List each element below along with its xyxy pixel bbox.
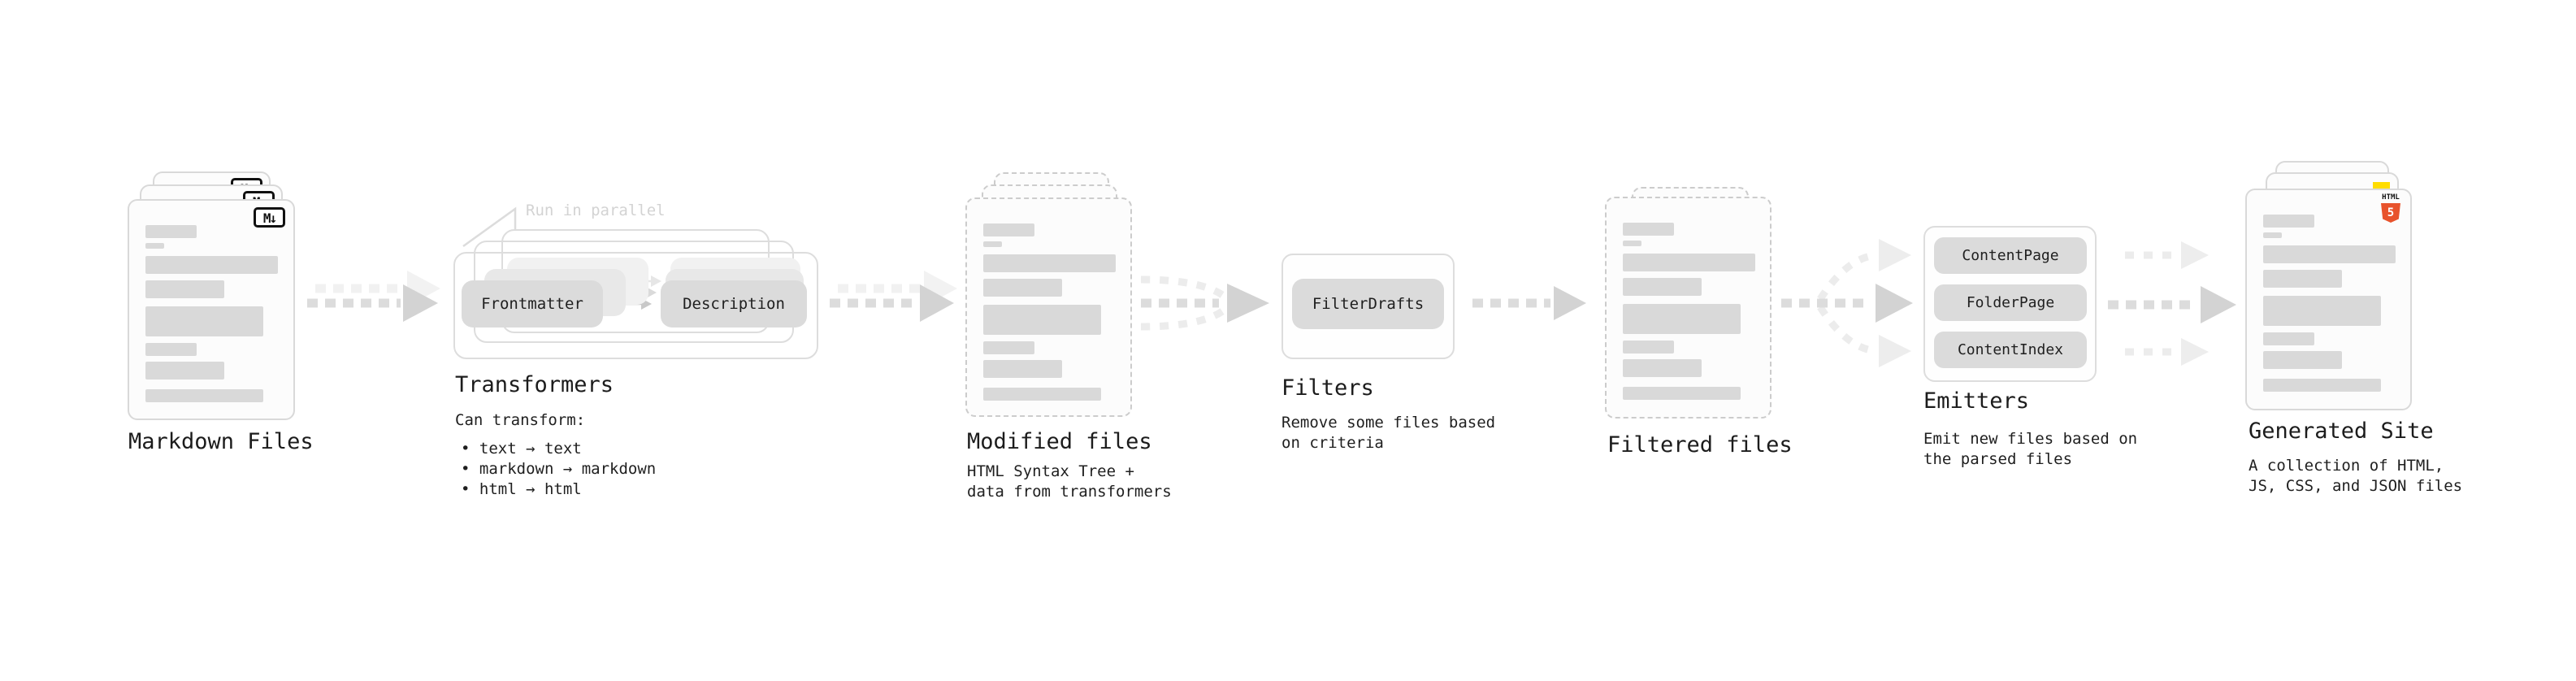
generated-site-title: Generated Site <box>2249 419 2434 444</box>
generated-site-desc: A collection of HTML, JS, CSS, and JSON … <box>2249 456 2462 497</box>
text-placeholder-bar <box>1623 304 1741 334</box>
modified-files-title: Modified files <box>967 429 1152 454</box>
html5-icon-label: HTML <box>2382 193 2400 202</box>
text-placeholder-bar <box>145 225 197 238</box>
text-placeholder-bar <box>1623 359 1702 377</box>
text-placeholder-bar <box>983 388 1101 401</box>
text-placeholder-bar <box>983 305 1101 335</box>
markdown-file-front: M↓ <box>128 199 295 420</box>
text-placeholder-bar <box>983 223 1034 236</box>
transformers-bullet: • text → text <box>461 440 582 458</box>
text-placeholder-bar <box>2263 379 2381 392</box>
text-placeholder-bar <box>145 362 224 380</box>
emitters-desc: Emit new files based on the parsed files <box>1923 429 2137 470</box>
filters-title: Filters <box>1281 375 1374 401</box>
modified-files-desc-line1: HTML Syntax Tree + <box>967 462 1134 480</box>
filters-desc-line2: on criteria <box>1281 434 1384 452</box>
folderpage-node: FolderPage <box>1934 284 2087 321</box>
html5-icon-number: 5 <box>2387 206 2395 219</box>
transformers-bullet: • html → html <box>461 480 582 498</box>
text-placeholder-bar <box>1623 340 1674 354</box>
text-placeholder-bar <box>1623 254 1755 271</box>
arrow-markdown-to-transformers <box>307 271 440 322</box>
arrow-filtered-to-emitters-diverge <box>1781 239 1913 367</box>
emitters-desc-line1: Emit new files based on <box>1923 430 2138 448</box>
text-placeholder-bar <box>983 254 1116 272</box>
filters-desc: Remove some files based on criteria <box>1281 413 1495 453</box>
html5-icon-shield: 5 <box>2381 203 2400 223</box>
modified-file-front <box>965 197 1132 417</box>
arrow-modified-to-filters-merge <box>1140 275 1269 331</box>
filterdrafts-node: FilterDrafts <box>1292 279 1444 329</box>
text-placeholder-bar <box>145 243 164 249</box>
html5-icon: HTML 5 <box>2380 194 2401 223</box>
filtered-file-front <box>1605 197 1772 419</box>
markdown-files-title: Markdown Files <box>128 429 314 454</box>
text-placeholder-bar <box>1623 223 1674 236</box>
text-placeholder-bar <box>2263 245 2396 263</box>
text-placeholder-bar <box>2263 270 2342 288</box>
emitters-desc-line2: the parsed files <box>1923 450 2073 468</box>
text-placeholder-bar <box>983 360 1062 378</box>
text-placeholder-bar <box>2263 332 2314 345</box>
filters-desc-line1: Remove some files based <box>1281 414 1496 432</box>
text-placeholder-bar <box>145 389 263 402</box>
text-placeholder-bar <box>1623 387 1741 400</box>
contentpage-node: ContentPage <box>1934 237 2087 274</box>
transformers-desc-heading: Can transform: <box>455 411 586 429</box>
modified-files-desc-line2: data from transformers <box>967 483 1172 501</box>
text-placeholder-bar <box>983 241 1002 247</box>
emitters-title: Emitters <box>1923 388 2030 414</box>
text-placeholder-bar <box>983 279 1062 297</box>
text-placeholder-bar <box>1623 241 1641 246</box>
generated-site-desc-line2: JS, CSS, and JSON files <box>2249 477 2463 495</box>
transformers-bullet: • markdown → markdown <box>461 460 657 478</box>
filtered-files-title: Filtered files <box>1607 432 1793 458</box>
contentindex-node: ContentIndex <box>1934 332 2087 368</box>
transformer-layer-front <box>453 252 818 359</box>
text-placeholder-bar <box>145 256 278 274</box>
description-node: Description <box>661 280 807 327</box>
text-placeholder-bar <box>2263 351 2342 369</box>
text-placeholder-bar <box>2263 232 2282 238</box>
text-placeholder-bar <box>145 343 197 356</box>
js-file-icon <box>2373 182 2390 189</box>
text-placeholder-bar <box>2263 215 2314 228</box>
text-placeholder-bar <box>145 280 224 298</box>
generated-html-file: HTML 5 <box>2245 189 2412 410</box>
transformers-title: Transformers <box>455 372 614 397</box>
text-placeholder-bar <box>1623 278 1702 296</box>
arrow-emitters-to-generated <box>2108 241 2236 366</box>
text-placeholder-bar <box>145 306 263 336</box>
arrow-transformers-to-modified <box>830 271 957 322</box>
text-placeholder-bar <box>983 341 1034 354</box>
run-in-parallel-note: Run in parallel <box>526 202 666 219</box>
markdown-icon: M↓ <box>254 207 285 228</box>
arrow-filters-to-filtered <box>1472 286 1586 320</box>
modified-files-desc: HTML Syntax Tree + data from transformer… <box>967 462 1172 502</box>
generated-site-desc-line1: A collection of HTML, <box>2249 457 2444 475</box>
text-placeholder-bar <box>2263 296 2381 326</box>
frontmatter-node: Frontmatter <box>462 280 603 327</box>
